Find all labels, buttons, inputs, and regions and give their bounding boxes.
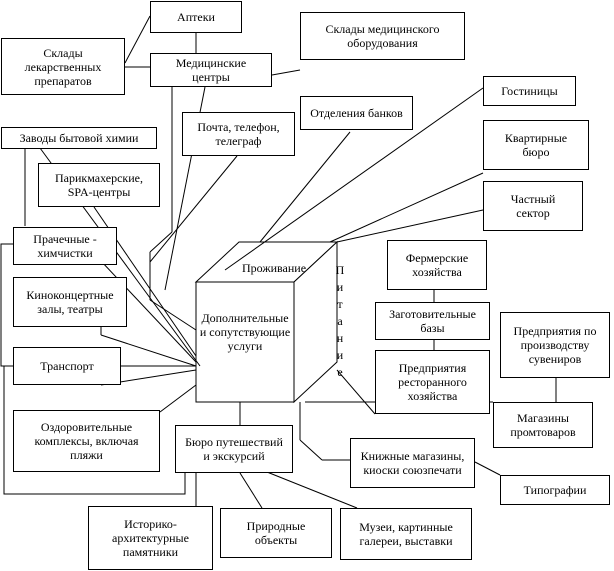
node-byuro-puteshestviy: Бюро путешествий и экскурсий: [175, 425, 293, 473]
node-zagotovitelnye-bazy: Заготовительные базы: [375, 302, 490, 340]
node-parikmaherskie: Парикмахерские, SPA-центры: [38, 163, 160, 207]
cube-top-label: Проживание: [241, 261, 307, 275]
node-kinokoncertnye-zaly: Киноконцертные залы, театры: [13, 277, 127, 327]
cube-front-face: [195, 281, 295, 403]
node-muzei-galerei: Музеи, картинные галереи, выставки: [340, 508, 472, 560]
node-pochta-telefon-telegraf: Почта, телефон, телеграф: [182, 112, 295, 156]
node-kvartirnye-byuro: Квартирные бюро: [483, 120, 589, 170]
node-fermerskie-hozyaystva: Фермерские хозяйства: [387, 240, 487, 290]
node-knizhnye-magaziny: Книжные магазины, киоски союзпечати: [350, 438, 475, 488]
node-transport: Транспорт: [13, 347, 121, 385]
node-chastny-sektor: Частный сектор: [483, 181, 583, 231]
node-sklady-lekarstvennyh: Склады лекарственных препаратов: [1, 38, 125, 95]
node-ozdorovitelnye-kompleksy: Оздоровительные комплексы, включая пляжи: [13, 410, 160, 472]
node-otdeleniya-bankov: Отделения банков: [300, 96, 413, 130]
node-prirodnye-obekty: Природные объекты: [220, 508, 332, 558]
cube-front-label: Дополнительные и сопутствующие услуги: [199, 311, 291, 353]
node-gostinicy: Гостиницы: [483, 76, 576, 106]
node-tipografii: Типографии: [500, 475, 610, 505]
node-zavody-bytovoy-himii: Заводы бытовой химии: [1, 127, 157, 149]
node-predpriyatiya-suvenirov: Предприятия по производству сувениров: [500, 312, 610, 378]
node-magaziny-promtovarov: Магазины промтоваров: [493, 402, 593, 448]
cube-side-label: П и т а н и е: [335, 263, 345, 379]
node-apteki: Аптеки: [150, 1, 242, 33]
node-medicinskie-centry: Медицинские центры: [150, 53, 272, 87]
node-prachechnye: Прачечные - химчистки: [13, 227, 117, 265]
node-istoriko-arhitekturnye: Историко- архитектурные памятники: [88, 506, 213, 570]
node-predpriyatiya-restorannogo: Предприятия ресторанного хозяйства: [375, 350, 490, 414]
node-sklady-med-oborudovaniya: Склады медицинского оборудования: [300, 12, 465, 60]
